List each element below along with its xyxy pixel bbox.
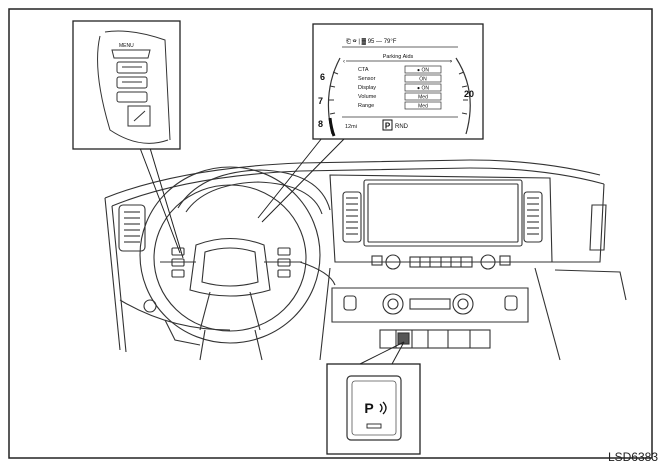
cluster-arrow-right-icon: › <box>450 59 452 65</box>
cluster-row-value: ● ON <box>417 86 429 92</box>
cluster-arrow-left-icon: ‹ <box>343 59 345 65</box>
inset-instrument-cluster: ⎗ ☎ | ▓ 95 — 79°F Parking Aids ‹ › CTA ●… <box>312 23 484 140</box>
indicator-light <box>366 423 382 429</box>
cluster-row-label: Sensor <box>358 76 376 82</box>
gear-selected-box <box>382 119 393 131</box>
gauge-number: 7 <box>318 96 323 106</box>
cluster-row-value: ON <box>419 77 427 83</box>
cluster-odometer: 12mi <box>345 124 357 130</box>
sonar-waves-icon <box>379 401 387 415</box>
gear-others: RND <box>395 124 409 130</box>
gear-selected: P <box>385 122 391 131</box>
dashboard-line-art <box>104 159 627 361</box>
gauge-number: 8 <box>318 119 323 129</box>
gauge-number: 20 <box>464 89 474 99</box>
leader-line-steering-2 <box>149 147 184 259</box>
cluster-menu-header: Parking Aids <box>383 54 414 60</box>
inset-steering-switches: MENU <box>72 20 181 150</box>
inset-parking-switch: P <box>326 363 421 455</box>
cluster-row-label: Display <box>358 85 376 91</box>
diagram-code: LSD6383 <box>607 450 658 464</box>
leader-line-switch <box>359 341 405 365</box>
cluster-row-label: Range <box>358 103 374 109</box>
cluster-row-label: CTA <box>358 67 369 73</box>
leader-line-steering <box>139 147 181 254</box>
cluster-row-value: Med <box>418 104 428 110</box>
leader-line-cluster-2 <box>261 137 346 223</box>
cluster-row-label: Volume <box>358 94 376 100</box>
gauge-left-arc-red <box>328 117 336 137</box>
parking-switch-label: P <box>364 400 373 416</box>
cluster-row-value: ● ON <box>417 68 429 74</box>
leader-line-switch-2 <box>391 341 405 365</box>
leader-line-cluster <box>257 137 323 219</box>
steering-menu-label: MENU <box>119 43 134 49</box>
gauge-right-arc <box>455 57 471 135</box>
gauge-number: 6 <box>320 72 325 82</box>
cluster-row-value: Med <box>418 95 428 101</box>
cluster-top-status: ⎗ ☎ | ▓ 95 — 79°F <box>346 38 397 45</box>
cluster-rows: CTA ● ON Sensor ON Display ● ON Volume M… <box>358 65 442 110</box>
